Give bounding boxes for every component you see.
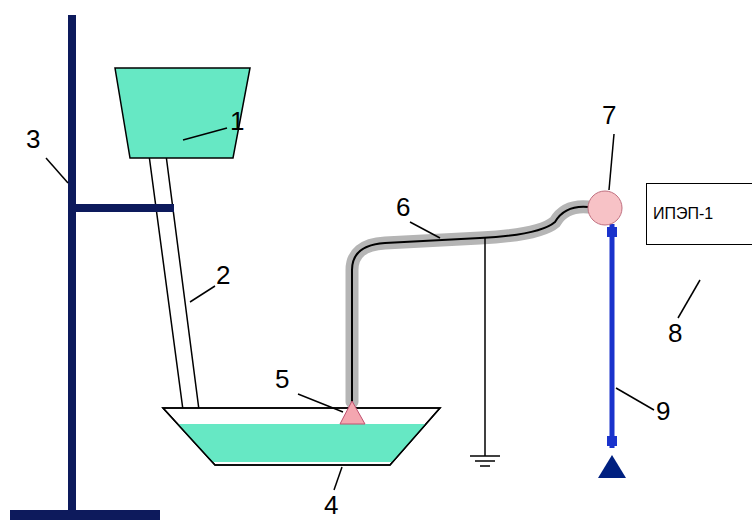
- rod: [610, 224, 615, 448]
- tray-liquid: [177, 424, 426, 462]
- leader-line: [298, 394, 343, 412]
- callout-number: 9: [656, 398, 670, 424]
- callout-number: 3: [26, 126, 40, 152]
- ground-symbol: [480, 465, 490, 467]
- leader-line: [334, 467, 342, 490]
- device-name: ИПЭП-1: [653, 204, 752, 223]
- sphere: [588, 191, 622, 225]
- clamp-bar: [76, 204, 174, 212]
- leader-line: [616, 388, 654, 410]
- cable-shield: [352, 207, 588, 402]
- device-box: ИПЭП-1: [646, 183, 752, 245]
- callout-number: 8: [668, 320, 682, 346]
- cable-core: [352, 207, 588, 402]
- callout-number: 7: [602, 102, 616, 128]
- callout-number: 2: [216, 262, 230, 288]
- ground-symbol: [470, 455, 500, 457]
- leader-line: [190, 286, 215, 302]
- callout-number: 4: [324, 492, 338, 518]
- ground-symbol: [475, 460, 495, 462]
- leader-lines: [46, 128, 700, 490]
- electrode: [340, 401, 365, 424]
- tube: [149, 155, 199, 410]
- rod-clamp: [607, 436, 617, 446]
- tray-outline: [163, 408, 440, 465]
- leader-line: [46, 158, 68, 183]
- stand-base: [10, 510, 160, 520]
- callout-number: 1: [230, 108, 244, 134]
- ground-wire: [484, 238, 486, 456]
- tray: [163, 408, 440, 465]
- callout-number: 6: [396, 194, 410, 220]
- leader-line: [678, 280, 700, 318]
- leader-line: [410, 222, 440, 238]
- funnel: [115, 68, 250, 158]
- callout-number: 5: [275, 366, 289, 392]
- leader-line: [609, 134, 614, 190]
- leader-line: [183, 128, 227, 140]
- stand-rod: [68, 15, 76, 512]
- rod-clamp: [607, 227, 617, 237]
- rod-support: [598, 455, 626, 478]
